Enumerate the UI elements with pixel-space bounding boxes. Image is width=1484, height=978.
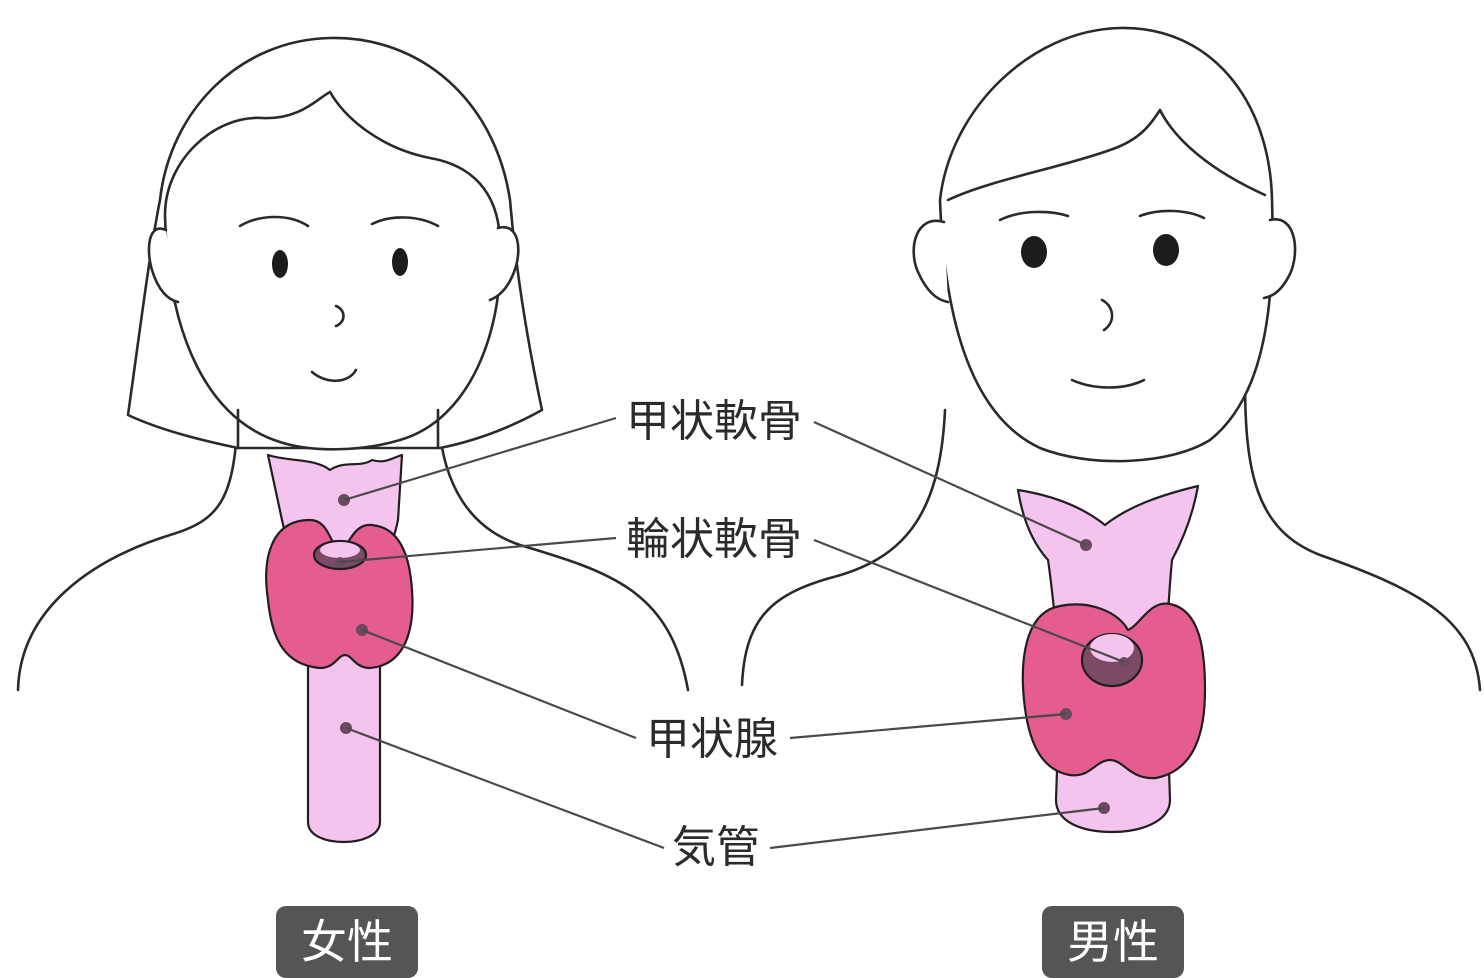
leader-trachea-male (769, 806, 1105, 850)
label-trachea: 気管 (672, 822, 760, 873)
female-tag: 女性 (276, 906, 418, 978)
male-eyebrow-right (1138, 209, 1206, 220)
leader-cricoid-male (813, 538, 1125, 664)
male-shoulders (740, 378, 1482, 692)
female-figure (16, 36, 690, 844)
male-nose (1100, 298, 1114, 332)
leader-thyroid-cartilage-male (813, 420, 1087, 547)
male-hair (946, 108, 1267, 202)
female-tag-label: 女性 (301, 915, 393, 969)
label-thyroid-gland: 甲状腺 (646, 714, 778, 765)
leader-thyroid-gland-female (361, 628, 637, 740)
leader-lines (339, 416, 1125, 850)
female-nose (334, 304, 345, 328)
male-ear-left (912, 219, 950, 304)
male-thyroid-gland (1021, 602, 1207, 780)
male-head (938, 26, 1274, 463)
female-eye-left (272, 250, 288, 278)
female-mouth (310, 368, 358, 383)
female-eyebrow-left (238, 215, 310, 228)
male-eye-left (1021, 236, 1047, 268)
leader-cricoid-female (339, 536, 617, 564)
male-eye-right (1153, 234, 1179, 266)
female-ear-left (147, 227, 180, 304)
female-cricoid-ring (320, 542, 360, 558)
male-eyebrow-left (998, 210, 1070, 222)
label-cricoid-cartilage: 輪状軟骨 (626, 514, 802, 565)
female-eye-right (392, 248, 408, 276)
female-tag-background (276, 906, 418, 978)
female-ear-right (488, 225, 520, 302)
male-cricoid-ring (1090, 634, 1134, 662)
male-ear-right (1262, 218, 1297, 300)
leader-trachea-female (345, 726, 665, 850)
leader-thyroid-cartilage-female (343, 416, 617, 502)
male-tag-background (1042, 906, 1184, 978)
female-trachea (306, 638, 382, 844)
male-tag: 男性 (1042, 906, 1184, 978)
female-eyebrow-right (370, 216, 440, 228)
female-thyroid-gland (265, 518, 414, 670)
male-mouth (1070, 378, 1146, 389)
male-tag-label: 男性 (1067, 915, 1159, 969)
female-neck (236, 408, 440, 450)
leader-thyroid-gland-male (789, 712, 1067, 740)
male-figure (740, 26, 1482, 834)
label-thyroid-cartilage: 甲状軟骨 (626, 396, 802, 447)
